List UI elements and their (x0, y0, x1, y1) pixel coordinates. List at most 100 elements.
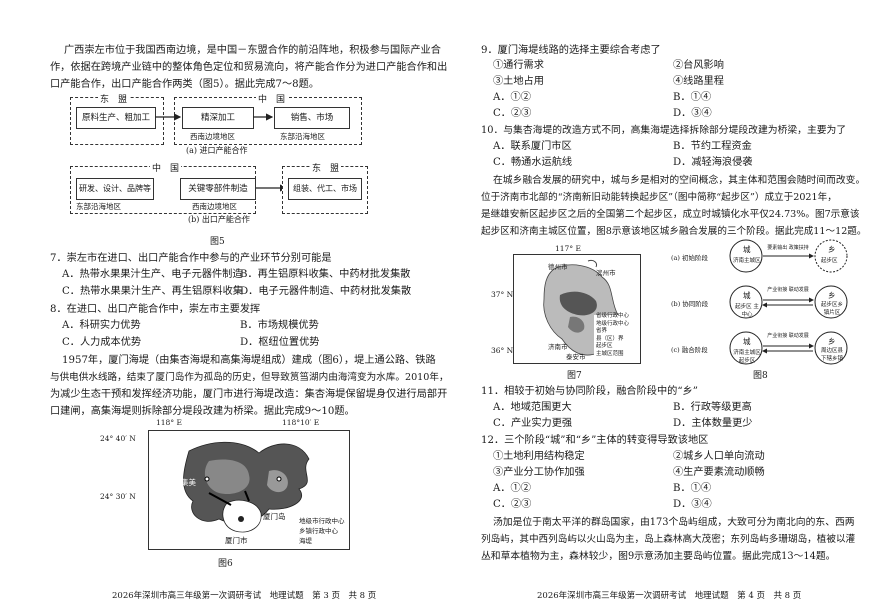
q10-option-d: D．减轻海浪侵袭 (673, 157, 753, 168)
q9-item-1: ①通行需求 (493, 60, 544, 71)
fig7-lon: 117° E (555, 244, 581, 253)
q9-stem: 9．厦门海堤线路的选择主要综合考虑了 (481, 45, 661, 56)
para2-line-2: 与供电供水线路，结束了厦门岛作为孤岛的历史，但导致筼筜湖内由海湾变为水库。201… (50, 372, 449, 383)
q7-option-c: C．热带水果果汁生产、再生铝原料收集 (62, 286, 243, 297)
fig5b-sub-southwest: 西南边境地区 (192, 202, 237, 211)
q9-item-3: ③土地占用 (493, 76, 544, 87)
fig8-c2: 乡 (828, 245, 836, 254)
fig6-lat-1: 24° 40′ N (100, 434, 136, 443)
fig8-c2-sub: 起步区 (821, 258, 838, 264)
para4-line-2: 列岛屿，其中西列岛屿以火山岛为主，岛上森林高大茂密；东列岛屿多珊瑚岛，植被以灌 (481, 534, 856, 545)
figure-5: 东 盟 中 国 原料生产、粗加工 精深加工 销售、市场 西南边境地区 东部沿海地… (58, 92, 398, 234)
q10-option-a: A．联系厦门市区 (493, 141, 572, 152)
fig6-title: 图6 (218, 559, 233, 569)
fig7-map-frame: 德州市 滨州市 济南市 泰安市 省级行政中心 地级行政中心 省界 县（区）界 起… (513, 254, 641, 364)
fig5a-sub-southwest: 西南边境地区 (190, 132, 235, 141)
q9-option-d: D．③④ (673, 108, 712, 119)
q10-stem: 10．与集杏海堤的改造方式不同，高集海堤选择拆除部分堤段改建为桥梁，主要为了 (481, 125, 847, 136)
q12-item-4: ④生产要素流动顺畅 (673, 467, 765, 478)
fig5b-china-label: 中 国 (150, 161, 182, 174)
fig6-lon-1: 118° E (156, 418, 182, 427)
fig7-place-jinan: 济南市 (548, 343, 568, 351)
fig8-arrow-3: 产业衔接 联动发展 (767, 333, 809, 339)
fig6-lat-2: 24° 30′ N (100, 492, 136, 501)
fig5b-caption: (b) 出口产能合作 (188, 215, 250, 224)
fig7-legend-5: 起步区 (596, 343, 613, 349)
para3-line-1: 在城乡融合发展的研究中，城与乡是相对的空间概念，其主体和范围会随时间而改变。 (493, 175, 866, 186)
q7-option-d: D．电子元器件制造、中药材批发集散 (240, 286, 412, 297)
fig8-arrow-1: 要素输出 政策扶持 (767, 245, 809, 251)
figure-6: 118° E 118°10′ E 24° 40′ N 24° 30′ N 集美 … (100, 418, 364, 550)
fig7-legend-6: 主城区范围 (596, 350, 624, 357)
fig5-title: 图5 (210, 237, 225, 247)
fig6-legend-dike: 海堤 (299, 537, 312, 545)
fig6-map-frame: 集美 厦门岛 厦门市 地级市行政中心 乡镇行政中心 海堤 (148, 430, 350, 550)
q11-stem: 11．相较于初始与协同阶段，融合阶段中的“乡” (481, 386, 698, 397)
fig6-place-xiamen-city: 厦门市 (225, 536, 248, 545)
fig8-stage-3: (c) 融合阶段 (671, 346, 708, 354)
q11-option-d: D．主体数量更少 (673, 418, 753, 429)
para3-line-2: 位于济南市北部的“济南新旧动能转换起步区”（图中简称“起步区”）成立于2021年… (481, 192, 837, 203)
q12-option-b: B．①④ (673, 483, 712, 494)
fig8-c3: 城 (743, 291, 751, 300)
q12-item-3: ③产业分工协作加强 (493, 467, 585, 478)
q8-stem: 8．在进口、出口产能合作中，崇左市主要发挥 (50, 304, 261, 315)
q12-option-a: A．①② (493, 483, 531, 494)
q12-stem: 12．三个阶段“城”和“乡”主体的转变得导致该地区 (481, 435, 709, 446)
para3-line-4: 起步区和济南主城区位置，图8示意该地区城乡融合发展的三个阶段。据此完成11～12… (481, 226, 867, 237)
q12-item-2: ②城乡人口单向流动 (673, 451, 765, 462)
fig5a-china-label: 中 国 (256, 92, 288, 105)
fig6-lon-2: 118°10′ E (282, 418, 320, 427)
fig8-c5-sub: 济南主城区 起步区 (733, 350, 761, 364)
q9-item-2: ②台风影响 (673, 60, 724, 71)
para3-line-3: 是继雄安新区起步区之后的全国第二个起步区，成立时城镇化水平仅24.73%。图7示… (481, 209, 860, 220)
fig8-c5: 城 (743, 337, 751, 346)
fig7-lat-2: 36° N (491, 346, 514, 355)
fig5b-box-assembly: 组装、代工、市场 (288, 178, 362, 200)
fig8-c6: 乡 (828, 337, 836, 346)
fig6-place-jimei: 集美 (181, 478, 196, 487)
fig5a-sub-east: 东部沿海地区 (280, 132, 325, 141)
fig7-legend-2: 地级行政中心 (596, 320, 630, 327)
figure-8: (a) 初始阶段 (b) 协同阶段 (c) 融合阶段 城 济南主城区 乡 起步区… (671, 238, 861, 368)
intro-line-1: 广西崇左市位于我国西南边境，是中国－东盟合作的前沿阵地，积极参与国际产业合 (64, 45, 441, 56)
q9-option-a: A．①② (493, 92, 531, 103)
fig5a-box-raw: 原料生产、粗加工 (76, 107, 156, 129)
fig8-graphic (729, 239, 848, 365)
q7-option-b: B．再生铝原料收集、中药材批发集散 (240, 269, 411, 280)
fig8-c1-sub: 济南主城区 (733, 258, 761, 264)
fig8-c3-sub: 起步区 主中心 (735, 304, 759, 318)
fig6-legend-city: 地级市行政中心 (299, 517, 345, 525)
q9-option-b: B．①④ (673, 92, 712, 103)
fig5b-asean-label: 东 盟 (310, 161, 342, 174)
fig6-legend: 地级市行政中心 乡镇行政中心 海堤 (299, 515, 345, 545)
q12-option-d: D．③④ (673, 499, 712, 510)
fig7-legend-1: 省级行政中心 (596, 313, 630, 319)
fig5b-box-parts: 关键零部件制造 (180, 178, 256, 200)
fig6-map-graphic (149, 431, 349, 549)
fig8-c4: 乡 (828, 291, 836, 300)
q10-option-c: C．畅通水运航线 (493, 157, 573, 168)
fig5a-box-processing: 精深加工 (182, 107, 254, 129)
q8-option-d: D．枢纽位置优势 (240, 337, 320, 348)
q11-option-c: C．产业实力更强 (493, 418, 573, 429)
q10-option-b: B．节约工程资金 (673, 141, 752, 152)
fig5b-box-rnd: 研发、设计、品牌等 (76, 178, 154, 200)
fig8-stage-1: (a) 初始阶段 (671, 254, 709, 262)
left-footer: 2026年深圳市高三年级第一次调研考试 地理试题 第 3 页 共 8 页 (112, 591, 377, 601)
q8-option-c: C．人力成本优势 (62, 337, 142, 348)
fig7-place-taian: 泰安市 (566, 353, 586, 361)
q11-option-b: B．行政等级更高 (673, 402, 752, 413)
left-page: 广西崇左市位于我国西南边境，是中国－东盟合作的前沿阵地，积极参与国际产业合 作，… (50, 45, 449, 601)
fig6-place-xiamen-island: 厦门岛 (263, 512, 286, 521)
para2-line-3: 为减少生态干预和发挥经济功能，厦门市进行海堤改造：集杏海堤保留堤身仅进行局部开 (50, 389, 448, 400)
q7-stem: 7．崇左市在进口、出口产能合作中参与的产业环节分别可能是 (50, 253, 332, 264)
q11-option-a: A．地域范围更大 (493, 402, 572, 413)
fig8-c1: 城 (743, 245, 751, 254)
fig5a-asean-label: 东 盟 (98, 92, 130, 105)
fig7-place-dezhou: 德州市 (548, 263, 568, 271)
fig8-c4-sub: 起步区乡 镇片区 (820, 302, 843, 316)
para4-line-3: 丛和草本植物为主，森林较少，图9示意汤加主要岛屿位置。据此完成13～14题。 (481, 551, 836, 562)
fig6-legend-town: 乡镇行政中心 (299, 527, 338, 535)
fig5a-box-market: 销售、市场 (274, 107, 350, 129)
